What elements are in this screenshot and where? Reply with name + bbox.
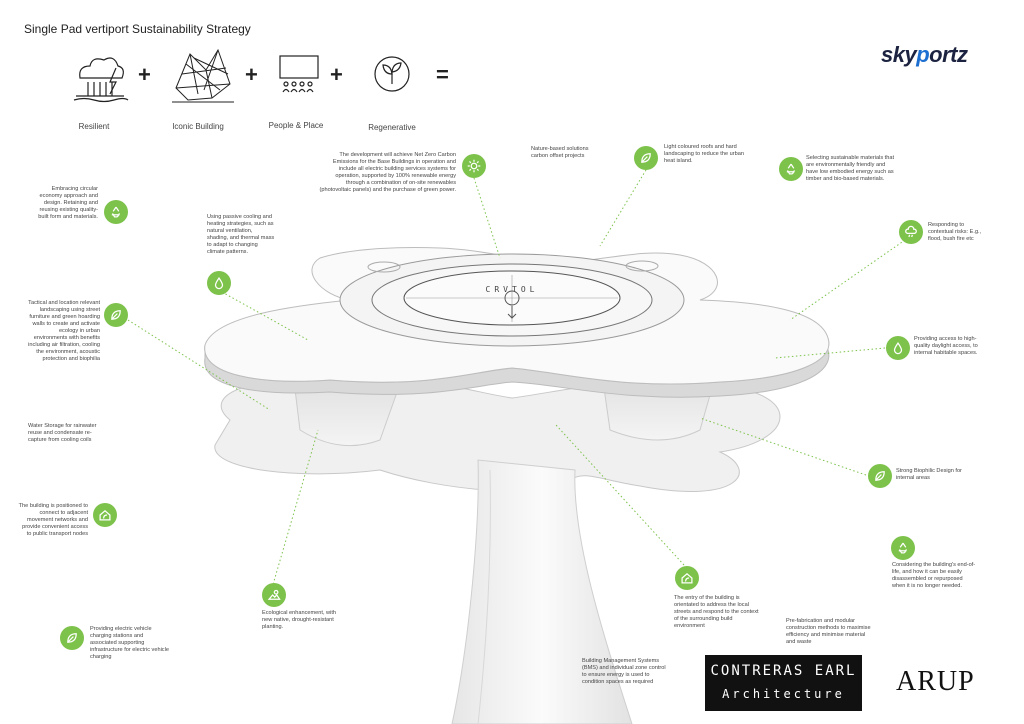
note-ev: Providing electric vehicle charging stat… [90,626,169,660]
note-netzero: The development will achieve Net Zero Ca… [319,152,456,193]
badge-passive [207,271,231,295]
sun-icon [467,159,481,173]
label-people-place: People & Place [268,121,324,130]
note-transport: The building is positioned to connect to… [18,503,88,537]
note-circular: Embracing circular economy approach and … [38,186,98,220]
note-contextual: Responding to contextual risks: E.g., fl… [928,222,982,242]
contreras-earl-logo: CONTRERAS EARL Architecture [705,655,862,711]
recycle-icon [786,163,796,175]
home-leaf-icon [681,572,693,584]
badge-landscaping [104,303,128,327]
badge-contextual [899,220,923,244]
brand-post: ortz [929,42,968,67]
home-leaf-icon [99,509,111,521]
badge-netzero [462,154,486,178]
plus-sign-2: + [245,62,258,87]
note-bms: Building Management Systems (BMS) and in… [582,658,666,685]
recycle-icon [111,206,121,218]
water-drop-icon [214,277,224,290]
badge-biophilic [868,464,892,488]
note-roofs: Light coloured roofs and hard landscapin… [664,144,744,164]
note-landscaping: Tactical and location relevant landscapi… [28,300,100,362]
planting-icon [267,589,281,600]
badge-ecological [262,583,286,607]
badge-endoflife [891,536,915,560]
badge-circular [104,200,128,224]
brand-pre: sky [881,42,917,67]
leaf-icon [67,633,77,643]
note-entry: The entry of the building is orientated … [674,595,759,629]
brand-o: p [916,42,930,67]
label-regenerative: Regenerative [368,123,416,132]
leader-netzero [473,177,501,259]
leader-biophilic [699,417,867,476]
plus-sign-1: + [138,62,151,87]
leaf-icon [875,471,885,481]
badge-materials [779,157,803,181]
note-prefab: Pre-fabrication and modular construction… [786,618,871,645]
leader-ecological [271,429,319,589]
iconic-building-sketch-icon [172,48,234,103]
badge-roofs [634,146,658,170]
badge-ev [60,626,84,650]
equals-sign: = [436,62,449,87]
resilient-sketch-icon [73,57,129,103]
note-ecological: Ecological enhancement, with new native,… [262,610,337,630]
leaf-icon [641,153,651,163]
leader-contextual [789,239,906,321]
note-daylight: Providing access to high-quality dayligh… [914,336,978,356]
water-drop-icon [893,342,903,355]
note-endoflife: Considering the building's end-of-life, … [892,562,976,589]
note-passive: Using passive cooling and heating strate… [207,214,275,255]
people-place-sketch-icon [279,55,319,93]
leader-daylight [774,347,886,359]
badge-transport [93,503,117,527]
note-nature: Nature-based solutions carbon offset pro… [531,146,589,159]
skyportz-logo: skyportz [881,42,968,68]
label-resilient: Resilient [78,122,110,131]
badge-daylight [886,336,910,360]
plus-sign-3: + [330,62,343,87]
cloud-rain-icon [905,225,917,238]
page-title: Single Pad vertiport Sustainability Stra… [24,22,251,36]
note-biophilic: Strong Biophilic Design for internal are… [896,468,962,481]
contreras-line2: Architecture [722,687,845,701]
contreras-line1: CONTRERAS EARL [710,663,857,679]
regenerative-sketch-icon [374,56,410,92]
arup-logo: ARUP [896,666,975,697]
recycle-icon [898,542,908,554]
leader-passive [221,291,309,341]
badge-entry [675,566,699,590]
leader-landscaping [127,319,271,411]
leader-roofs [599,169,647,247]
note-materials: Selecting sustainable materials that are… [806,155,894,182]
label-iconic-building: Iconic Building [172,122,224,131]
access-road [451,459,633,724]
leaf-icon [111,310,121,320]
pad-marking-text: CRVTOL [486,285,539,294]
note-water: Water Storage for rainwater reuse and co… [28,423,97,443]
